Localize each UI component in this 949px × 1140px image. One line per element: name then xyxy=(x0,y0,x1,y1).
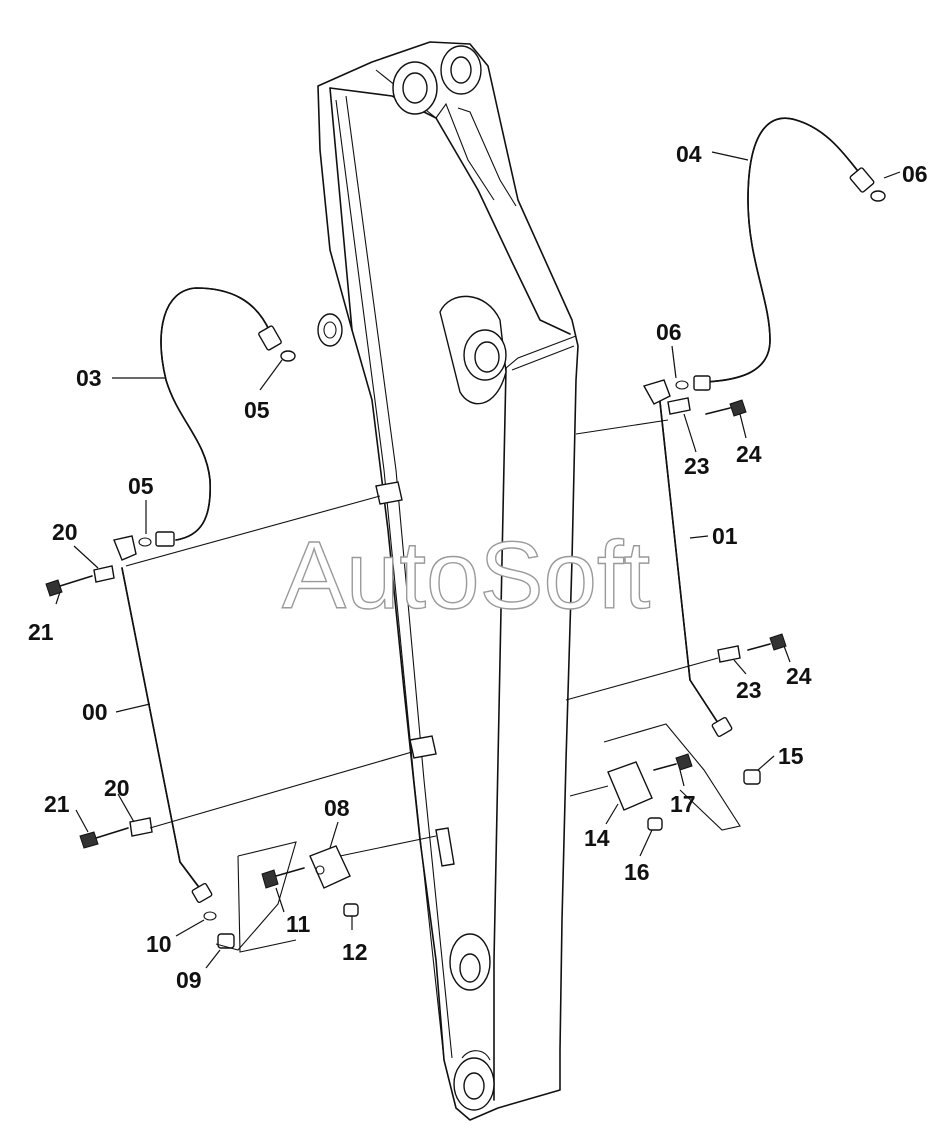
watermark-text: AutoSoft xyxy=(282,522,650,629)
callout-01: 01 xyxy=(712,523,738,549)
hose-04 xyxy=(705,117,863,383)
callout-24-bottom: 24 xyxy=(786,663,812,689)
callout-03: 03 xyxy=(76,365,102,391)
boom-structure xyxy=(317,41,579,1121)
callout-12: 12 xyxy=(342,939,368,965)
leader-lines xyxy=(55,151,901,969)
callout-24-top: 24 xyxy=(736,441,762,467)
callout-04: 04 xyxy=(676,141,702,167)
callout-16: 16 xyxy=(624,859,650,885)
left-pipe-assembly xyxy=(45,287,437,953)
callout-20-bottom: 20 xyxy=(104,775,130,801)
callout-06-top: 06 xyxy=(902,161,928,187)
callout-labels: 03 05 05 20 21 00 21 20 10 09 11 08 12 0… xyxy=(28,141,928,993)
callout-05-top: 05 xyxy=(244,397,270,423)
callout-09: 09 xyxy=(176,967,202,993)
callout-21-top: 21 xyxy=(28,619,54,645)
callout-15: 15 xyxy=(778,743,804,769)
right-pipe-assembly xyxy=(565,117,886,831)
callout-14: 14 xyxy=(584,825,610,851)
callout-06: 06 xyxy=(656,319,682,345)
callout-20-top: 20 xyxy=(52,519,78,545)
callout-00: 00 xyxy=(82,699,108,725)
callout-10: 10 xyxy=(146,931,172,957)
callout-11: 11 xyxy=(286,911,311,937)
callout-21-bottom: 21 xyxy=(44,791,70,817)
callout-05: 05 xyxy=(128,473,154,499)
pipe-00 xyxy=(121,567,205,895)
callout-23-bottom: 23 xyxy=(736,677,762,703)
callout-17: 17 xyxy=(670,791,696,817)
callout-08: 08 xyxy=(324,795,350,821)
callout-23-top: 23 xyxy=(684,453,710,479)
